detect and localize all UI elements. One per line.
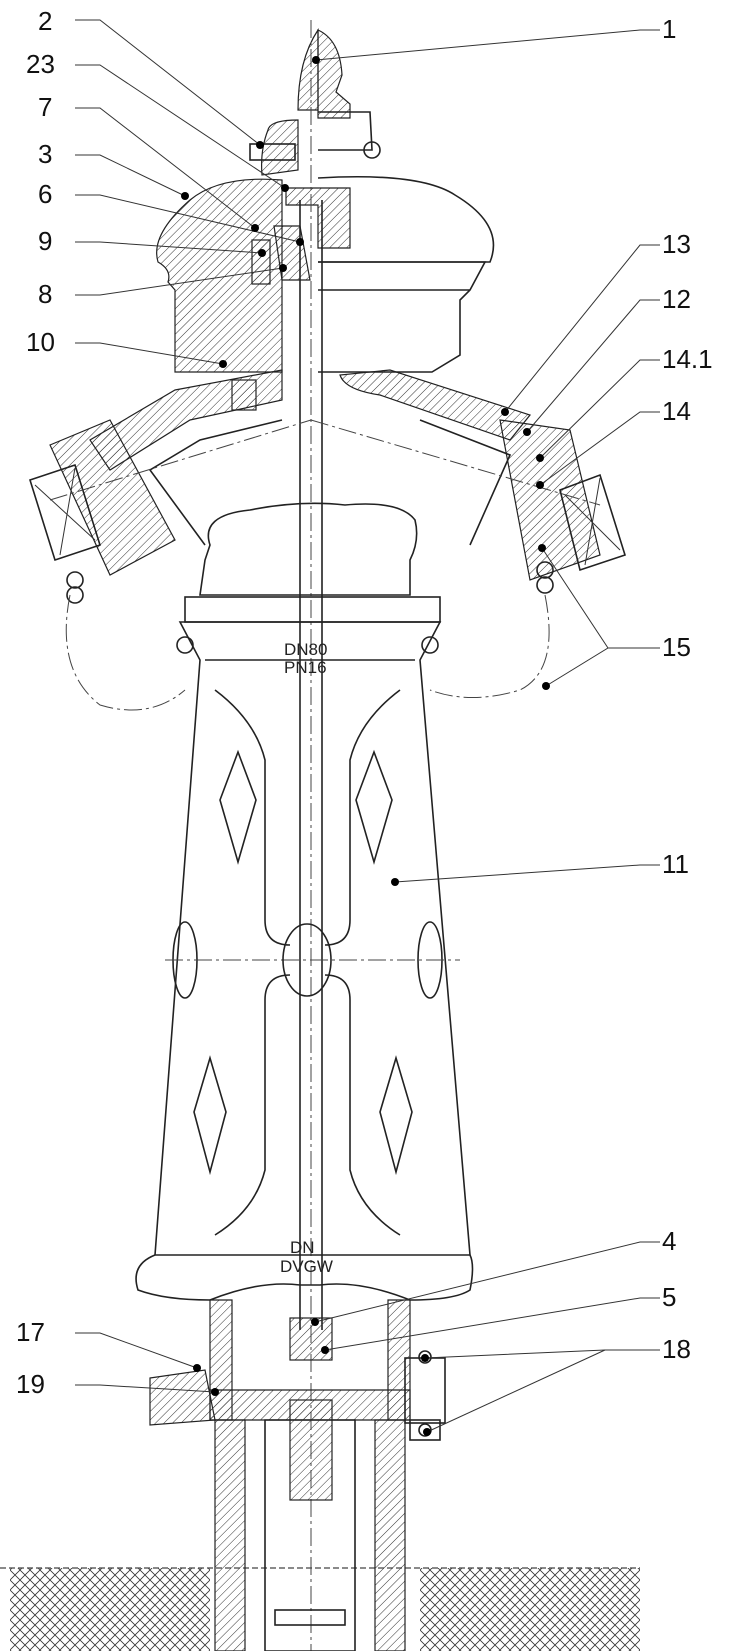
spindle [299, 20, 323, 1651]
label-18: 18 [662, 1334, 691, 1364]
body-marking-pn16: PN16 [284, 658, 327, 677]
label-19: 19 [16, 1369, 45, 1399]
right-chain [429, 594, 550, 698]
leader-dots [181, 56, 550, 1436]
right-outlet [339, 369, 626, 594]
part-labels: 2 23 7 3 6 9 8 10 1 13 12 14.1 14 15 11 … [16, 6, 713, 1399]
label-9: 9 [38, 226, 52, 256]
label-14-1: 14.1 [662, 344, 713, 374]
bonnet [156, 176, 495, 411]
label-17: 17 [16, 1317, 45, 1347]
leader-lines [75, 19, 660, 1433]
label-2: 2 [38, 6, 52, 36]
hydrant-column [135, 502, 474, 1301]
top-cap [249, 28, 381, 176]
label-3: 3 [38, 139, 52, 169]
label-23: 23 [26, 49, 55, 79]
ground-hatching [0, 1567, 640, 1651]
label-11: 11 [662, 849, 689, 879]
label-4: 4 [662, 1226, 676, 1256]
label-10: 10 [26, 327, 55, 357]
label-14: 14 [662, 396, 691, 426]
body-marking-dn: DN [290, 1238, 315, 1257]
body-marking-dvgw: DVGW [280, 1257, 333, 1276]
label-15: 15 [662, 632, 691, 662]
label-13: 13 [662, 229, 691, 259]
body-marking-dn80: DN80 [284, 640, 327, 659]
left-chain [65, 594, 186, 711]
label-7: 7 [38, 92, 52, 122]
label-6: 6 [38, 179, 52, 209]
label-12: 12 [662, 284, 691, 314]
label-8: 8 [38, 279, 52, 309]
label-1: 1 [662, 14, 676, 44]
label-5: 5 [662, 1282, 676, 1312]
left-outlet [29, 369, 283, 604]
